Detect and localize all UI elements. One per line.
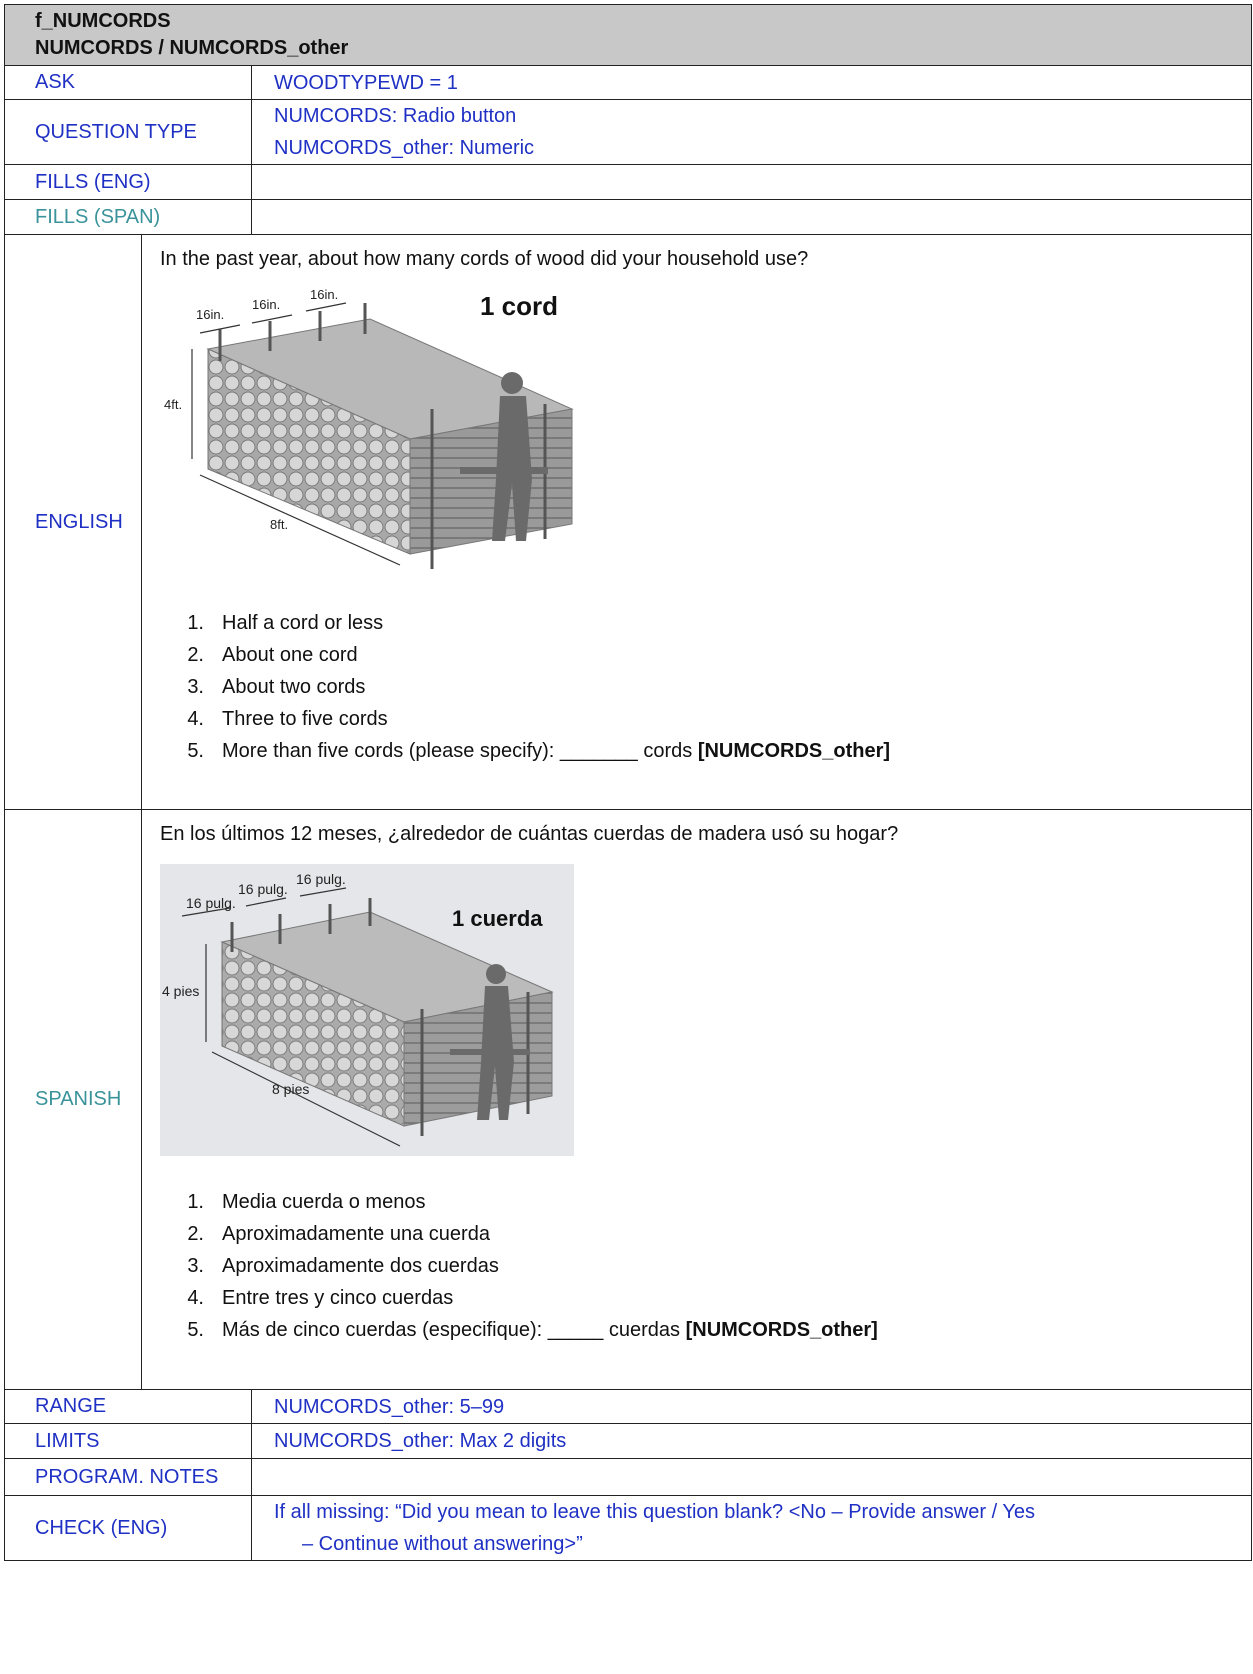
program-notes-label: PROGRAM. NOTES [4, 1458, 252, 1496]
english-option: 5.More than five cords (please specify):… [187, 740, 891, 762]
spanish-option: 3.Aproximadamente dos cuerdas [187, 1255, 499, 1277]
fills-span-label: FILLS (SPAN) [4, 199, 252, 235]
width-label-3: 16 pulg. [296, 871, 346, 887]
program-notes-value [250, 1458, 1253, 1496]
limits-value: NUMCORDS_other: Max 2 digits [250, 1423, 1253, 1459]
limits-label: LIMITS [4, 1423, 252, 1459]
width-label-1: 16in. [196, 307, 224, 322]
spanish-option-tag: [NUMCORDS_other] [685, 1319, 878, 1341]
spanish-cord-figure: 16 pulg. 16 pulg. 16 pulg. 4 pies 8 pies… [160, 864, 574, 1156]
width-label-2: 16in. [252, 297, 280, 312]
row-english: ENGLISH In the past year, about how many… [4, 234, 1253, 810]
question-type-line1: NUMCORDS: Radio button [274, 105, 517, 127]
header-variable-name: f_NUMCORDS [35, 10, 171, 32]
width-label-1: 16 pulg. [186, 895, 236, 911]
header-variable-list: NUMCORDS / NUMCORDS_other [35, 37, 349, 59]
row-check-eng: CHECK (ENG) If all missing: “Did you mea… [4, 1495, 1253, 1561]
length-label: 8 pies [272, 1081, 309, 1097]
spanish-label: SPANISH [4, 809, 142, 1390]
row-ask: ASK WOODTYPEWD = 1 [4, 65, 1253, 100]
english-option-tag: [NUMCORDS_other] [697, 740, 891, 762]
cord-title: 1 cord [480, 291, 558, 321]
check-eng-line1: If all missing: “Did you mean to leave t… [274, 1501, 1035, 1523]
check-eng-line2: – Continue without answering>” [302, 1533, 583, 1555]
range-value: NUMCORDS_other: 5–99 [250, 1389, 1253, 1424]
header-row: f_NUMCORDS NUMCORDS / NUMCORDS_other [3, 4, 1253, 66]
width-label-3: 16in. [310, 287, 338, 302]
row-range: RANGE NUMCORDS_other: 5–99 [4, 1389, 1253, 1424]
row-limits: LIMITS NUMCORDS_other: Max 2 digits [4, 1423, 1253, 1459]
english-option: 2.About one cord [187, 644, 358, 666]
cord-title: 1 cuerda [452, 906, 543, 931]
english-label: ENGLISH [4, 234, 142, 810]
person-silhouette [460, 372, 548, 541]
fills-span-value [250, 199, 1253, 235]
english-option: 1.Half a cord or less [187, 612, 384, 634]
check-eng-label: CHECK (ENG) [4, 1495, 252, 1561]
spanish-option: 4.Entre tres y cinco cuerdas [187, 1287, 454, 1309]
ask-label: ASK [4, 65, 252, 100]
height-label: 4ft. [164, 397, 182, 412]
english-cord-figure: 16in. 16in. 16in. 4ft. 8ft. 1 cord [164, 287, 574, 569]
question-type-value: NUMCORDS: Radio button NUMCORDS_other: N… [250, 99, 1253, 165]
english-options: 1.Half a cord or less 2.About one cord 3… [160, 607, 1241, 767]
spec-table: f_NUMCORDS NUMCORDS / NUMCORDS_other ASK… [3, 4, 1253, 1561]
spanish-option: 5.Más de cinco cuerdas (especifique): __… [187, 1319, 878, 1341]
spanish-option: 2.Aproximadamente una cuerda [187, 1223, 490, 1245]
english-option: 3.About two cords [187, 676, 366, 698]
length-label: 8ft. [270, 517, 288, 532]
row-fills-eng: FILLS (ENG) [4, 164, 1253, 200]
range-label: RANGE [4, 1389, 252, 1424]
fills-eng-value [250, 164, 1253, 200]
english-question: In the past year, about how many cords o… [160, 248, 809, 270]
spanish-options: 1.Media cuerda o menos 2.Aproximadamente… [160, 1186, 1241, 1346]
english-option: 4.Three to five cords [187, 708, 388, 730]
spanish-option: 1.Media cuerda o menos [187, 1191, 426, 1213]
spanish-question: En los últimos 12 meses, ¿alrededor de c… [160, 823, 899, 845]
row-fills-span: FILLS (SPAN) [4, 199, 1253, 235]
check-eng-value: If all missing: “Did you mean to leave t… [250, 1495, 1253, 1561]
person-silhouette [450, 964, 530, 1120]
row-program-notes: PROGRAM. NOTES [4, 1458, 1253, 1496]
width-label-2: 16 pulg. [238, 881, 288, 897]
height-label: 4 pies [162, 983, 199, 999]
english-content: In the past year, about how many cords o… [140, 234, 1253, 810]
row-spanish: SPANISH En los últimos 12 meses, ¿alrede… [4, 809, 1253, 1390]
ask-value: WOODTYPEWD = 1 [250, 65, 1253, 100]
question-type-label: QUESTION TYPE [4, 99, 252, 165]
row-question-type: QUESTION TYPE NUMCORDS: Radio button NUM… [4, 99, 1253, 165]
spanish-content: En los últimos 12 meses, ¿alrededor de c… [140, 809, 1253, 1390]
question-type-line2: NUMCORDS_other: Numeric [274, 137, 535, 159]
fills-eng-label: FILLS (ENG) [4, 164, 252, 200]
spec-header: f_NUMCORDS NUMCORDS / NUMCORDS_other [3, 4, 1253, 66]
